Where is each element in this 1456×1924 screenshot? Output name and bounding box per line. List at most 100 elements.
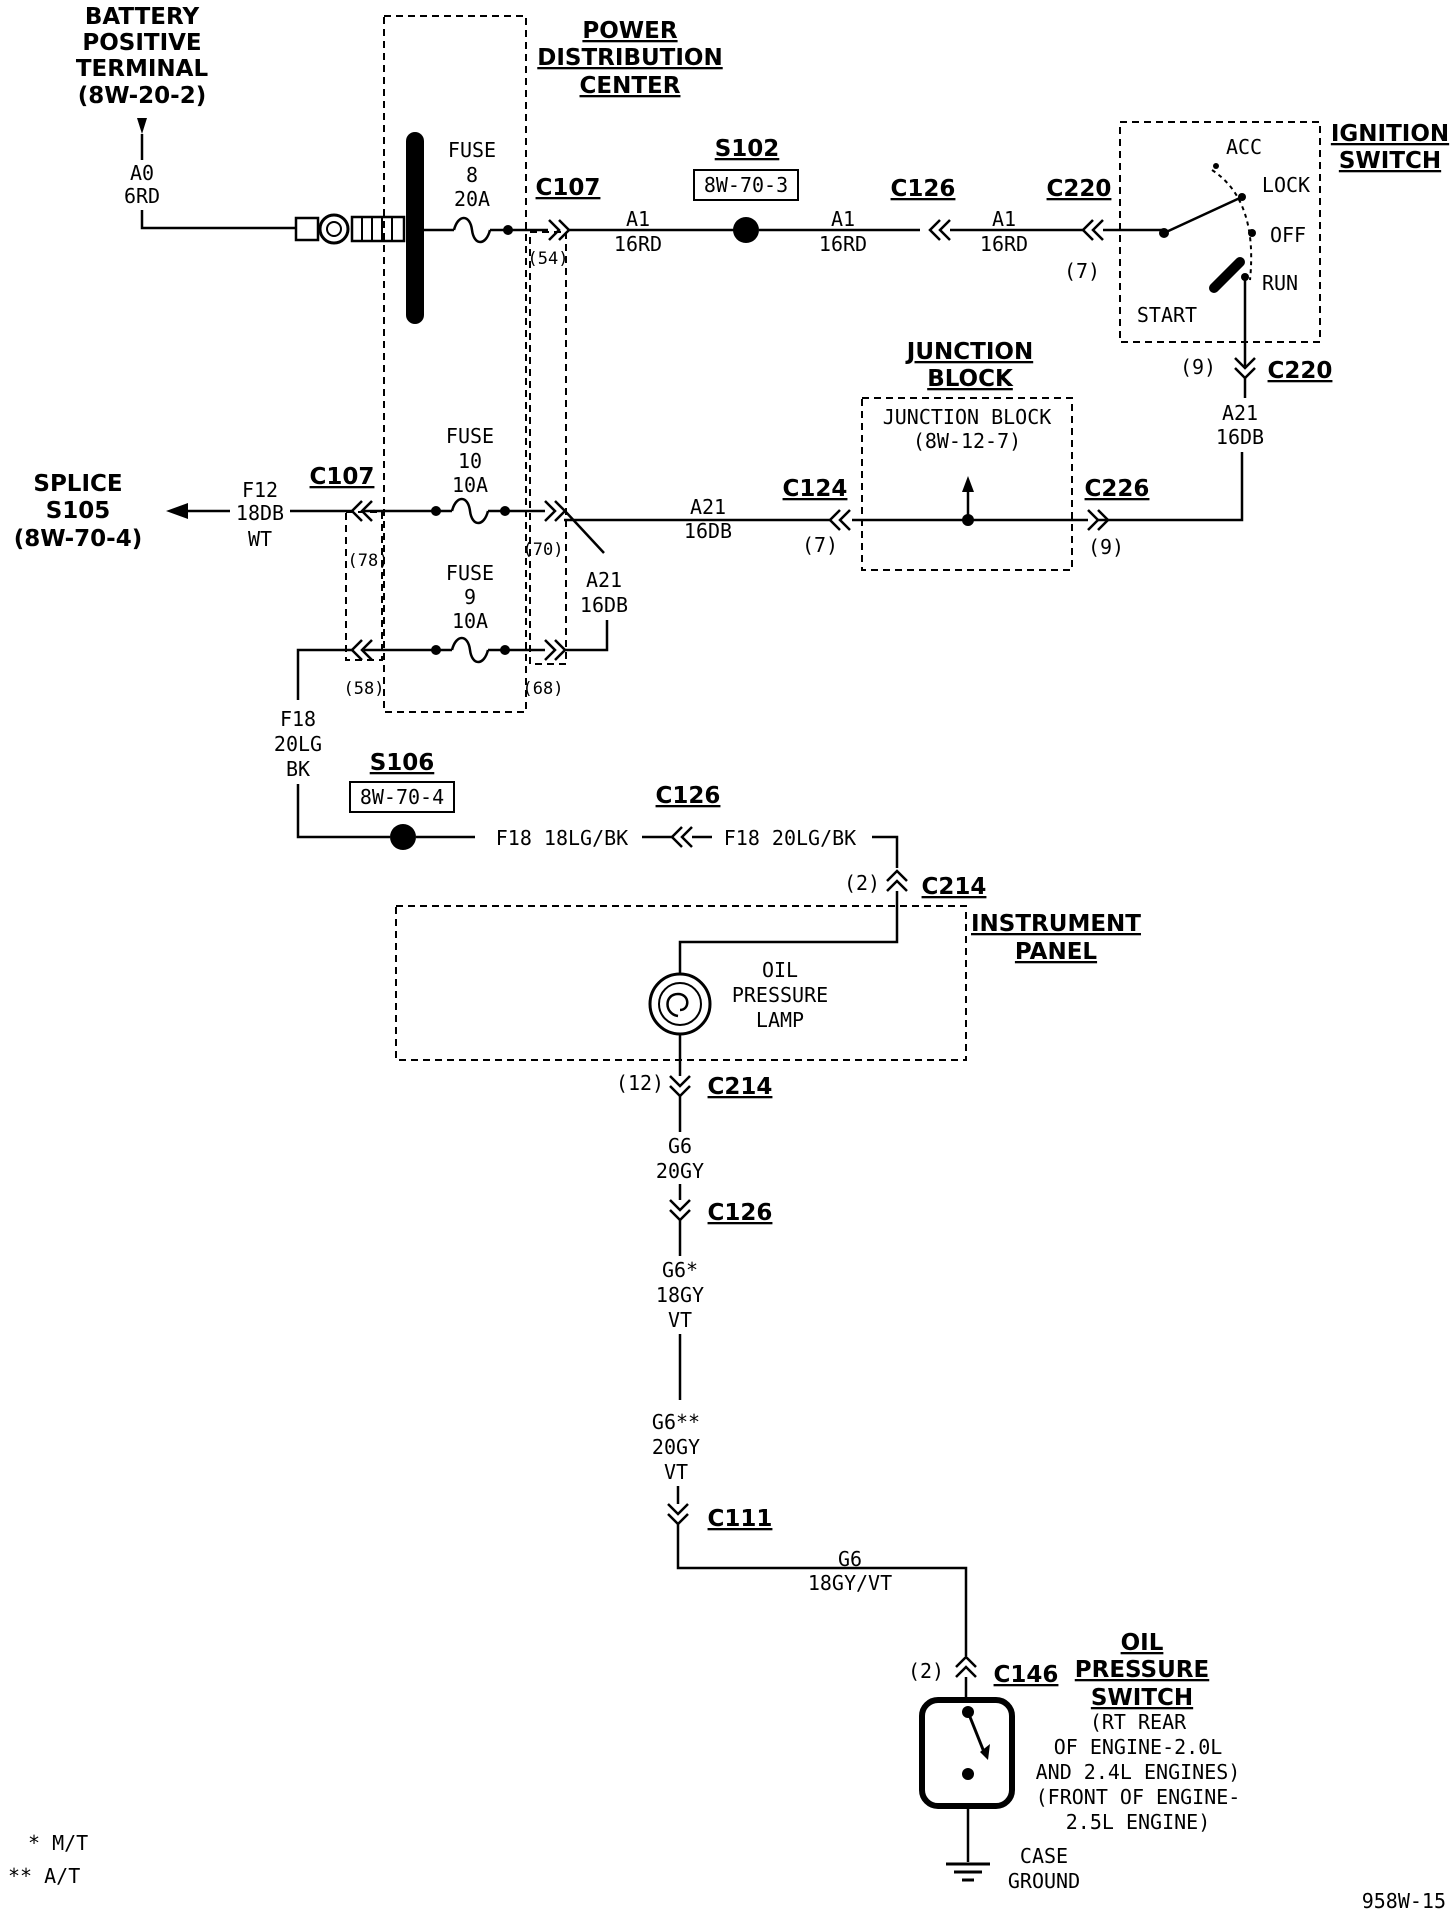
wire-f12-spec2: WT	[248, 527, 272, 551]
splice-dot-icon	[733, 217, 759, 243]
c226-label: C226	[1085, 476, 1150, 502]
battery-label-2: POSITIVE	[82, 30, 201, 56]
connector-c126-low: C126	[669, 1199, 772, 1226]
wire-a1-2-code: A1	[831, 207, 855, 231]
c220-bot-label: C220	[1268, 358, 1333, 384]
connector-c220-bottom: C220 (9)	[1180, 355, 1333, 384]
wire-g6-c-code: G6**	[652, 1410, 700, 1434]
connector-c146: C146 (2)	[908, 1655, 1059, 1688]
wire-a0-spec: 6RD	[124, 184, 160, 208]
bus-bar	[406, 132, 424, 324]
wire-g6-c-spec2: VT	[664, 1460, 688, 1484]
c146-pin: (2)	[908, 1659, 944, 1683]
fuse10-label: FUSE	[446, 424, 494, 448]
lamp-label-2: PRESSURE	[732, 983, 828, 1007]
fuse10-rating: 10A	[452, 473, 488, 497]
s102-ref: 8W-70-3	[704, 173, 788, 197]
connector-c124: C124 (7)	[783, 476, 851, 557]
wire-g6-d-spec: 18GY/VT	[808, 1571, 892, 1595]
ignition-switch: ACC LOCK OFF RUN START	[1137, 135, 1310, 327]
c214-top-pin: (2)	[844, 871, 880, 895]
pdc-label-3: CENTER	[580, 73, 681, 99]
fuse-10: FUSE 10 10A	[364, 424, 545, 525]
oil-switch-label-3: SWITCH	[1091, 1685, 1193, 1711]
c124-label: C124	[783, 476, 848, 502]
wire-f18-left-label: F18 18LG/BK	[496, 826, 628, 850]
c107-top-label: C107	[536, 175, 601, 201]
wire-f18-spec1: 20LG	[274, 732, 322, 756]
c220-bot-pin: (9)	[1180, 355, 1216, 379]
junction-block-inner-1: JUNCTION BLOCK	[883, 405, 1052, 429]
wire-a1-2-spec: 16RD	[819, 232, 867, 256]
connector-c220-top: C220 (7)	[1047, 176, 1112, 283]
oil-switch-note-3: AND 2.4L ENGINES)	[1036, 1760, 1241, 1784]
oil-switch-label-1: OIL	[1121, 1630, 1164, 1656]
battery-label-3: TERMINAL	[76, 56, 209, 82]
wire-a21-jumper	[565, 620, 609, 652]
s105-ref: (8W-70-4)	[14, 526, 142, 552]
fuse-symbol-icon	[450, 636, 490, 664]
wire-f12-code: F12	[242, 478, 278, 502]
arrow-up-icon	[962, 476, 974, 492]
legend-mt: * M/T	[28, 1831, 88, 1855]
oil-pressure-lamp: OIL PRESSURE LAMP	[648, 958, 828, 1036]
battery-label-1: BATTERY	[85, 4, 200, 30]
fuse-symbol-icon	[450, 497, 490, 525]
junction-block-box	[861, 397, 1073, 571]
wire-g6-a-code: G6	[668, 1134, 692, 1158]
s106-ref: 8W-70-4	[360, 785, 444, 809]
c214-bot-label: C214	[708, 1074, 773, 1100]
pdc-box	[383, 15, 527, 713]
wire-a0-code: A0	[130, 161, 154, 185]
oil-switch-note-5: 2.5L ENGINE)	[1066, 1810, 1211, 1834]
wire-a21-right	[1098, 452, 1244, 522]
splice-dot-icon	[390, 824, 416, 850]
ignition-run: RUN	[1262, 271, 1298, 295]
ring-terminal-icon	[294, 213, 406, 245]
oil-switch-note-2: OF ENGINE-2.0L	[1054, 1735, 1223, 1759]
instrument-panel-label-1: INSTRUMENT	[971, 911, 1141, 937]
oil-switch-note-1: (RT REAR	[1090, 1710, 1187, 1734]
c214-bot-pin: (12)	[616, 1071, 664, 1095]
wire-g6-d-code: G6	[838, 1547, 862, 1571]
figure-id: 958W-15	[1362, 1889, 1446, 1913]
legend-at: ** A/T	[8, 1864, 80, 1888]
wire-a21-right-code: A21	[1222, 401, 1258, 425]
junction-block-label-2: BLOCK	[927, 366, 1014, 392]
wire-f12-spec1: 18DB	[236, 501, 284, 525]
connector-c226: C226 (9)	[1085, 476, 1150, 559]
splice-s106: S106 8W-70-4	[349, 750, 455, 850]
ignition-lock: LOCK	[1262, 173, 1310, 197]
pdc-label-2: DISTRIBUTION	[537, 45, 722, 71]
connector-c107-top: C107 (54)	[528, 175, 601, 269]
c107-pin-68: (68)	[523, 679, 564, 699]
connector-c107-left: C107 (78) (70) (58) (68)	[310, 464, 567, 699]
wire-g6-b-spec1: 18GY	[656, 1283, 704, 1307]
wire-f18-code: F18	[280, 707, 316, 731]
c214-top-label: C214	[922, 874, 987, 900]
wire-a21-middle-spec: 16DB	[684, 519, 732, 543]
ground-icon	[946, 1862, 990, 1882]
wire-f18-right-label: F18 20LG/BK	[724, 826, 856, 850]
ignition-start: START	[1137, 303, 1197, 327]
battery-positive-terminal: BATTERY POSITIVE TERMINAL (8W-20-2) A0 6…	[76, 4, 424, 324]
c107-pin-58: (58)	[344, 679, 385, 699]
start-contact	[1209, 257, 1245, 293]
c220-top-label: C220	[1047, 176, 1112, 202]
junction-block-label-1: JUNCTION	[905, 339, 1033, 365]
c107-top-pin: (54)	[528, 249, 569, 269]
fuse8-number: 8	[466, 163, 478, 187]
wire-a21-middle-code: A21	[690, 495, 726, 519]
switch-arm	[1163, 195, 1243, 235]
splice-s105: SPLICE S105 (8W-70-4)	[14, 471, 142, 552]
s106-label: S106	[370, 750, 435, 776]
fuse8-rating: 20A	[454, 187, 490, 211]
s102-label: S102	[715, 136, 780, 162]
c107-left-label: C107	[310, 464, 375, 490]
wire-g6-b-code: G6*	[662, 1258, 698, 1282]
c220-top-pin: (7)	[1064, 259, 1100, 283]
wire-a21-jumper-code: A21	[586, 568, 622, 592]
c126-top-label: C126	[891, 176, 956, 202]
c146-label: C146	[994, 1662, 1059, 1688]
